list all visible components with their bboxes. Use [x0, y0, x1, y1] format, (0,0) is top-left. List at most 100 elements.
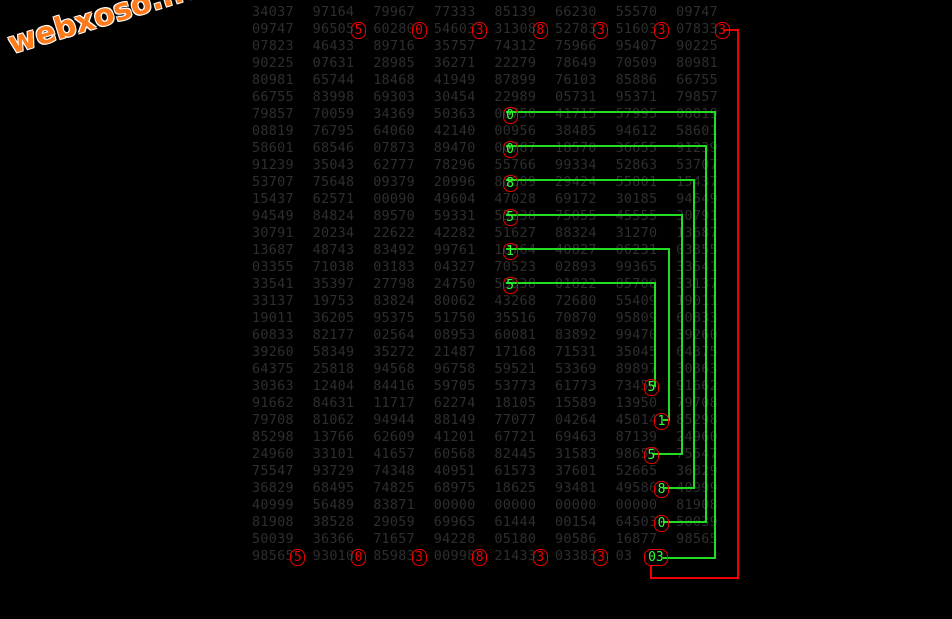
number-group: 07823 — [252, 39, 294, 54]
number-group: 36655 — [615, 141, 658, 156]
highlighted-digit: 0 — [502, 141, 518, 158]
number-group: 53369 — [554, 362, 597, 377]
number-group: 00000 — [554, 498, 597, 513]
number-group: 98565 — [252, 549, 294, 564]
number-group: 19011 — [252, 311, 294, 326]
number-group: 13687 — [252, 243, 294, 258]
number-group: 81908 — [676, 498, 718, 513]
number-group: 18625 — [494, 481, 537, 496]
number-group: 62571 — [312, 192, 355, 207]
red-connector — [650, 29, 739, 579]
number-group: 03383 — [554, 549, 597, 564]
highlighted-digit: 3 — [411, 549, 427, 566]
number-group: 53707 — [676, 158, 718, 173]
number-group: 66755 — [252, 90, 294, 105]
number-group: 90586 — [554, 532, 597, 547]
number-group: 60833 — [676, 311, 718, 326]
number-group: 27798 — [373, 277, 415, 292]
number-group: 70523 — [494, 260, 537, 275]
number-group: 94568 — [373, 362, 415, 377]
number-group: 62609 — [373, 430, 415, 445]
number-group: 77333 — [433, 5, 476, 20]
number-group: 88149 — [433, 413, 476, 428]
number-group: 35043 — [312, 158, 355, 173]
number-group: 79708 — [676, 396, 718, 411]
number-group: 52665 — [615, 464, 658, 479]
number-group: 24960 — [676, 430, 718, 445]
number-group: 90225 — [252, 56, 294, 71]
number-group: 37601 — [554, 464, 597, 479]
number-group: 91662 — [676, 379, 718, 394]
number-group: 96505 — [312, 22, 355, 37]
number-group: 65744 — [312, 73, 355, 88]
number-group: 64060 — [373, 124, 415, 139]
number-group: 98565 — [676, 532, 718, 547]
number-group: 29059 — [373, 515, 415, 530]
number-group: 09747 — [676, 5, 718, 20]
number-group: 21433 — [494, 549, 537, 564]
number-group: 16877 — [615, 532, 658, 547]
number-group: 00000 — [433, 498, 476, 513]
highlighted-digit: 0 — [654, 515, 669, 532]
number-group: 35272 — [373, 345, 415, 360]
number-group: 95809 — [615, 311, 658, 326]
number-group: 42140 — [433, 124, 476, 139]
number-group: 06231 — [615, 243, 658, 258]
number-group: 41657 — [373, 447, 415, 462]
number-group: 40951 — [433, 464, 476, 479]
number-group: 33137 — [252, 294, 294, 309]
number-group: 93729 — [312, 464, 355, 479]
number-group: 40999 — [676, 481, 718, 496]
number-group: 03355 — [676, 243, 718, 258]
highlighted-digit: 5 — [290, 549, 306, 566]
number-group: 66755 — [676, 73, 718, 88]
number-group: 31308 — [494, 22, 537, 37]
number-group: 13687 — [676, 226, 718, 241]
number-group: 62274 — [433, 396, 476, 411]
number-group: 19753 — [312, 294, 355, 309]
number-group: 42282 — [433, 226, 476, 241]
number-group: 58349 — [312, 345, 355, 360]
number-group: 64503 — [615, 515, 658, 530]
highlighted-digit: 5 — [502, 209, 518, 226]
number-group: 31270 — [615, 226, 658, 241]
number-group: 19011 — [676, 294, 718, 309]
number-group: 41949 — [433, 73, 476, 88]
number-group: 31583 — [554, 447, 597, 462]
number-group: 55570 — [615, 5, 658, 20]
number-group: 30791 — [252, 226, 294, 241]
green-connector — [506, 214, 683, 455]
number-group: 49604 — [433, 192, 476, 207]
number-group: 03355 — [252, 260, 294, 275]
number-group: 54603 — [433, 22, 476, 37]
number-group: 51627 — [494, 226, 537, 241]
number-group: 68975 — [433, 481, 476, 496]
number-group: 85700 — [615, 277, 658, 292]
number-group: 55766 — [494, 158, 537, 173]
number-group: 61573 — [494, 464, 537, 479]
number-group: 74348 — [373, 464, 415, 479]
number-group: 69463 — [554, 430, 597, 445]
number-group: 74312 — [494, 39, 537, 54]
number-group: 61444 — [494, 515, 537, 530]
number-group: 61773 — [554, 379, 597, 394]
number-group: 43268 — [494, 294, 537, 309]
number-group: 08819 — [676, 107, 718, 122]
number-group: 11717 — [373, 396, 415, 411]
number-group: 18468 — [373, 73, 415, 88]
number-group: 39260 — [252, 345, 294, 360]
number-group: 74825 — [373, 481, 415, 496]
number-group: 83998 — [312, 90, 355, 105]
number-group: 17168 — [494, 345, 537, 360]
number-group: 84824 — [312, 209, 355, 224]
number-group: 78649 — [554, 56, 597, 71]
number-group: 89570 — [373, 209, 415, 224]
number-group: 18570 — [554, 141, 597, 156]
